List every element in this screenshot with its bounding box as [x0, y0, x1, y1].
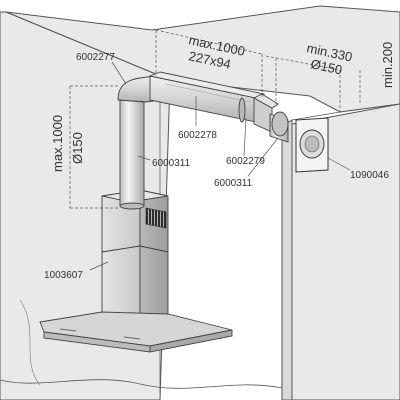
dim-outlet-diameter: Ø150	[309, 56, 343, 77]
leader-lines	[89, 61, 351, 271]
dim-wall-distance-line	[265, 55, 341, 71]
label-flat-duct: 6002278	[178, 130, 217, 141]
dim-chimney-diameter: Ø150	[70, 132, 85, 164]
leader-outlet-pipe	[247, 137, 279, 177]
label-wall-grille: 1090046	[350, 170, 389, 181]
adapter-top	[253, 93, 279, 109]
vertical-pipe	[119, 99, 145, 210]
elbow-seam	[117, 99, 147, 103]
leader-hood	[89, 261, 109, 271]
flat-duct-top	[148, 71, 266, 99]
wall-contour	[19, 299, 41, 386]
vertical-pipe-body	[119, 99, 145, 207]
leader-top-elbow	[111, 61, 127, 85]
wall-grille	[295, 117, 329, 173]
hood-canopy-side	[149, 329, 233, 353]
label-hood: 1003607	[44, 270, 83, 281]
hood-control-mark	[123, 336, 141, 340]
wall-grille-inner	[304, 135, 320, 153]
flat-duct-crease	[165, 83, 251, 103]
dimension-lines	[69, 29, 361, 209]
dim-chimney-max-height: max.1000	[50, 115, 65, 172]
hood-lower-front	[101, 245, 141, 319]
hood-lower-side	[139, 245, 169, 319]
label-adapter: 6002279	[226, 156, 265, 167]
outlet-pipe-ring	[271, 111, 289, 137]
top-duct-assembly	[117, 71, 289, 143]
dim-duct-length-line	[155, 29, 263, 55]
leader-wall-grille	[327, 157, 351, 171]
leader-round-pipe	[137, 155, 151, 161]
vertical-pipe-end	[119, 202, 145, 210]
label-round-pipe: 6000311	[152, 158, 191, 169]
dim-ceiling-min-gap: min.200	[380, 42, 395, 88]
floor-cut-line	[0, 379, 283, 389]
hood-vent-grille	[145, 207, 167, 229]
duct-joint	[238, 97, 246, 123]
hood-control-mark	[59, 328, 77, 332]
label-outlet-pipe: 6000311	[214, 178, 253, 189]
leader-adapter	[243, 117, 247, 157]
label-top-elbow: 6002277	[76, 52, 115, 63]
wall-return	[281, 119, 293, 400]
